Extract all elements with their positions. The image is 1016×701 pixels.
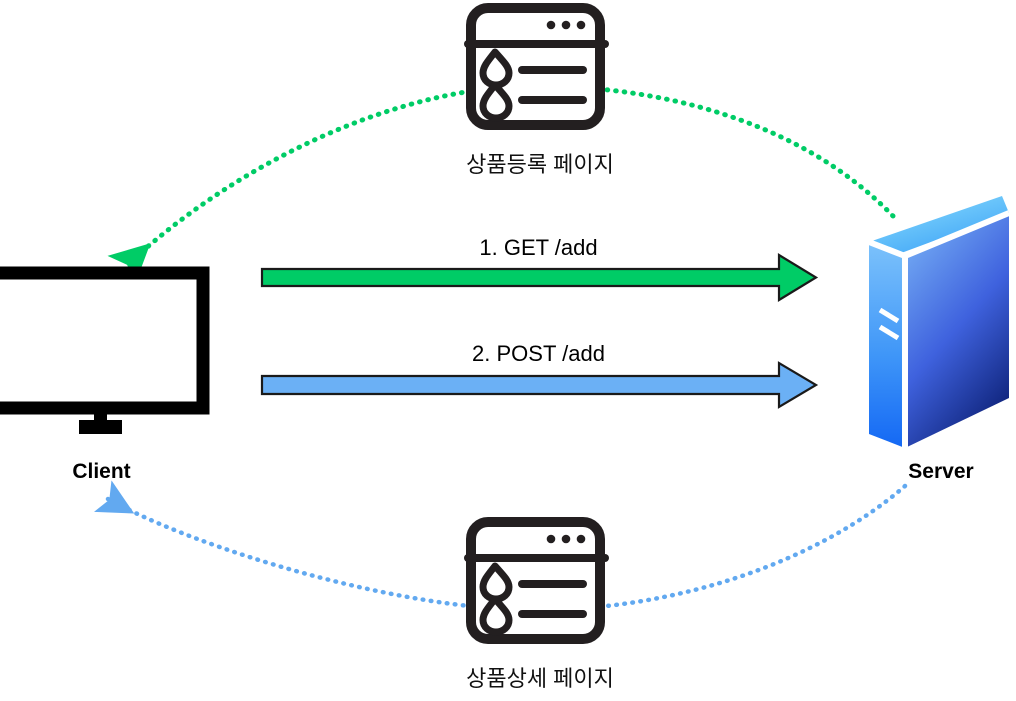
post-add-arrow-label: 2. POST /add [472, 341, 605, 366]
bottom-page-label: 상품상세 페이지 [466, 666, 614, 691]
list-bullets-top [479, 48, 587, 122]
get-add-arrow-label: 1. GET /add [479, 235, 598, 260]
top-response-curve [107, 83, 896, 286]
top-page-label: 상품등록 페이지 [466, 152, 614, 177]
get-add-arrow [260, 253, 819, 302]
server-label: Server [908, 460, 974, 483]
server-icon [867, 196, 1011, 448]
server-vent-slashes [878, 307, 900, 341]
window-dots-bottom [546, 534, 586, 544]
monitor-icon [0, 266, 210, 434]
post-add-arrow [260, 361, 819, 409]
browser-window-icon-bottom [464, 517, 609, 644]
window-dots-top [546, 20, 586, 30]
browser-window-icon-top [464, 3, 609, 130]
list-bullets-bottom [479, 562, 587, 636]
client-label: Client [72, 460, 131, 483]
